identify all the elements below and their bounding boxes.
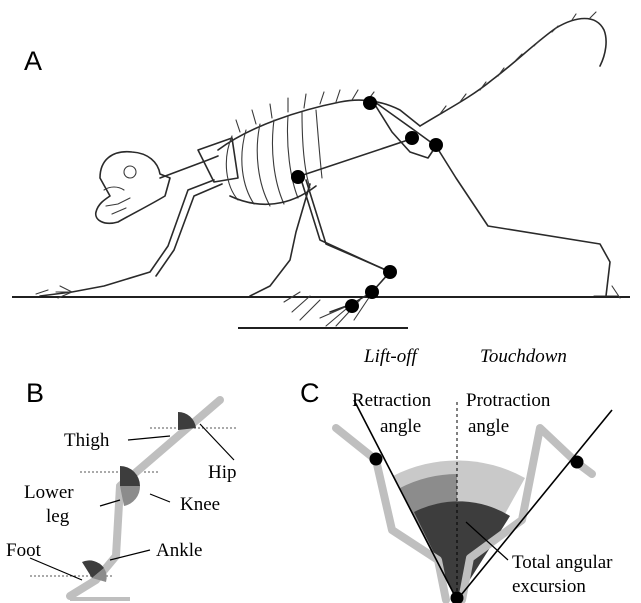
joint-marker-hip-far	[429, 138, 443, 152]
joint-marker-hip-crest	[363, 96, 377, 110]
panel-a: A	[12, 12, 630, 328]
fibula	[306, 180, 386, 270]
label-touchdown: Touchdown	[480, 346, 567, 367]
far-forelimb	[250, 184, 310, 296]
forelimb	[40, 180, 214, 296]
skeleton-illustration	[36, 12, 620, 326]
foot-leader	[30, 558, 82, 580]
joint-marker-knee	[291, 170, 305, 184]
panel-a-letter: A	[24, 46, 42, 76]
joint-marker-foot	[365, 285, 379, 299]
skull	[96, 152, 170, 224]
label-protraction-2: angle	[468, 416, 509, 437]
tail	[420, 19, 606, 127]
tibia	[300, 176, 390, 272]
label-lower-leg-1: Lower	[24, 482, 74, 503]
far-hindlimb	[436, 146, 610, 296]
femur	[300, 138, 414, 176]
thigh-leader	[128, 436, 170, 440]
label-total-2: excursion	[512, 576, 586, 597]
hip-marker-touchdown	[571, 456, 584, 469]
label-lift-off: Lift-off	[363, 346, 420, 367]
joint-marker-ankle	[383, 265, 397, 279]
scapula	[198, 138, 238, 182]
panel-c: C Lift-off Touchdown Retraction angle Pr…	[300, 346, 613, 603]
hip-marker-lift-off	[370, 453, 383, 466]
label-knee: Knee	[180, 494, 220, 515]
label-retraction-1: Retraction	[352, 390, 432, 411]
panel-b-letter: B	[26, 378, 44, 408]
label-total-1: Total angular	[512, 552, 613, 573]
tail-vertebrae	[440, 12, 596, 114]
label-protraction-1: Protraction	[466, 390, 551, 411]
hip-leader	[200, 424, 234, 460]
label-thigh: Thigh	[64, 430, 110, 451]
label-lower-leg-2: leg	[46, 506, 70, 527]
forelimb-ulna	[156, 184, 222, 276]
eye-socket	[124, 166, 136, 178]
joint-marker-toe	[345, 299, 359, 313]
knee-leader	[150, 494, 170, 502]
sternum	[230, 186, 316, 204]
hip-angle-wedge	[178, 412, 196, 430]
panel-b: B Thigh Hip Lower leg Knee Foot Ankle	[6, 378, 237, 599]
hind-foot	[330, 272, 390, 312]
joint-marker-hip	[405, 131, 419, 145]
label-ankle: Ankle	[156, 540, 202, 561]
label-hip: Hip	[208, 462, 237, 483]
neck-vertebrae	[160, 156, 218, 178]
panel-c-letter: C	[300, 378, 320, 408]
label-retraction-2: angle	[380, 416, 421, 437]
label-foot: Foot	[6, 540, 42, 561]
